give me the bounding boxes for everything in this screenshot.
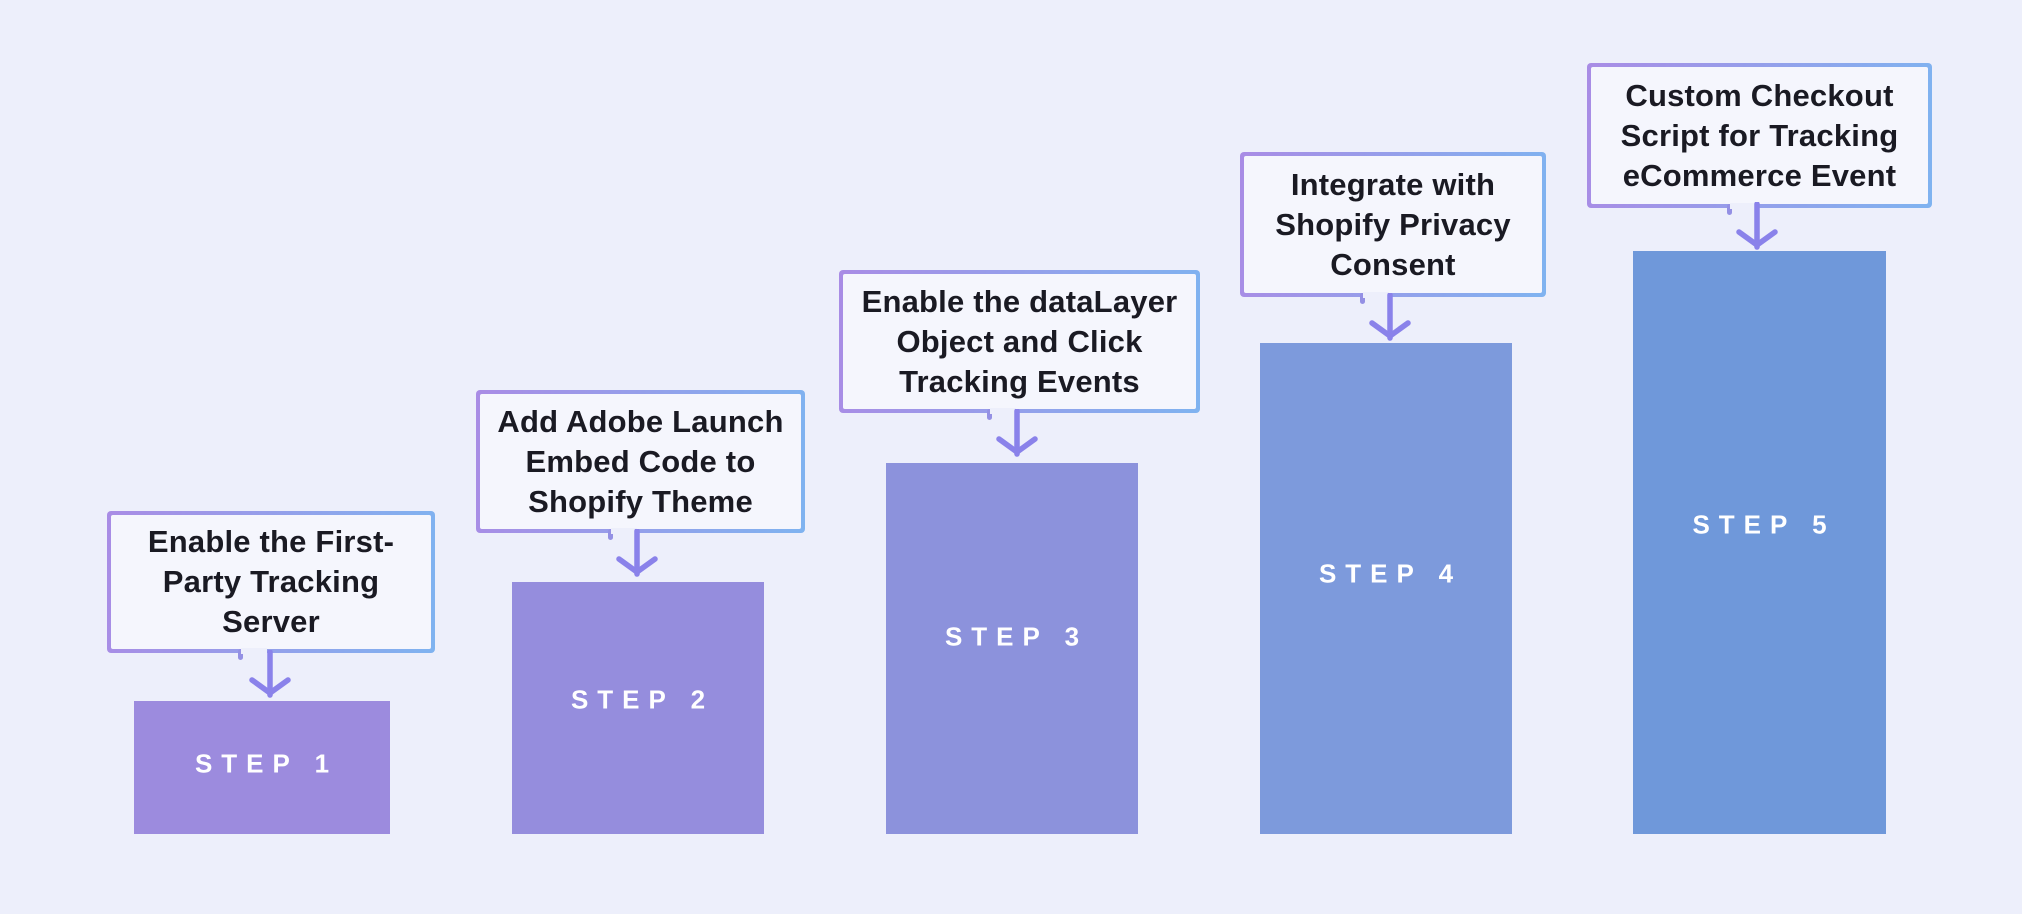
- step-bar-3: STEP 3: [886, 463, 1138, 834]
- callout-box: Custom Checkout Script for Tracking eCom…: [1591, 67, 1928, 204]
- arrow-down-icon: [1736, 202, 1778, 250]
- callout-step-2: Add Adobe Launch Embed Code to Shopify T…: [476, 390, 805, 540]
- arrow-down-icon: [996, 409, 1038, 457]
- arrow-down-icon: [249, 650, 291, 698]
- callout-text-step-3: Enable the dataLayer Object and Click Tr…: [861, 283, 1178, 399]
- step-bar-5: STEP 5: [1633, 251, 1886, 834]
- step-label-5: STEP 5: [1692, 509, 1836, 540]
- callout-box: Enable the dataLayer Object and Click Tr…: [843, 274, 1196, 409]
- arrow-down-icon: [1369, 293, 1411, 341]
- step-label-4: STEP 4: [1318, 558, 1463, 589]
- callout-box: Enable the First- Party Tracking Server: [111, 515, 431, 649]
- callout-step-1: Enable the First- Party Tracking Server: [107, 511, 435, 660]
- step-label-2: STEP 2: [570, 684, 715, 715]
- callout-text-step-4: Integrate with Shopify Privacy Consent: [1275, 166, 1511, 282]
- arrow-down-icon: [616, 529, 658, 577]
- callout-text-step-5: Custom Checkout Script for Tracking eCom…: [1620, 77, 1899, 193]
- step-bar-2: STEP 2: [512, 582, 764, 834]
- callout-step-5: Custom Checkout Script for Tracking eCom…: [1587, 63, 1932, 215]
- callout-step-4: Integrate with Shopify Privacy Consent: [1240, 152, 1546, 304]
- step-label-3: STEP 3: [944, 621, 1089, 652]
- step-bar-4: STEP 4: [1260, 343, 1512, 834]
- step-label-1: STEP 1: [194, 748, 339, 778]
- callout-box: Add Adobe Launch Embed Code to Shopify T…: [480, 394, 801, 529]
- callout-text-step-2: Add Adobe Launch Embed Code to Shopify T…: [497, 403, 784, 519]
- step-bar-1: STEP 1: [134, 701, 390, 834]
- callout-step-3: Enable the dataLayer Object and Click Tr…: [839, 270, 1200, 420]
- callout-text-step-1: Enable the First- Party Tracking Server: [147, 524, 395, 639]
- callout-box: Integrate with Shopify Privacy Consent: [1244, 156, 1542, 293]
